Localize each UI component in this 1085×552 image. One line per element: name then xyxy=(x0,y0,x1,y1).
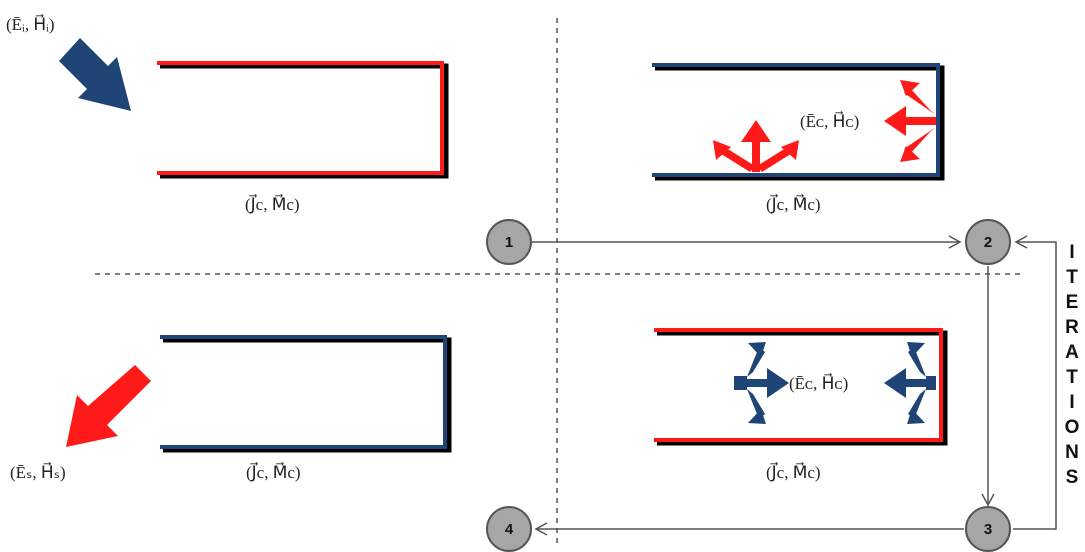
svg-text:E: E xyxy=(1066,292,1079,313)
svg-text:3: 3 xyxy=(984,521,992,538)
svg-text:I: I xyxy=(1069,392,1074,413)
svg-text:R: R xyxy=(1065,317,1079,338)
incident-field-label: (Ēᵢ, H⃗ᵢ) xyxy=(6,14,55,34)
iterations-label: I T E R A T I O N S xyxy=(1065,242,1080,488)
svg-text:1: 1 xyxy=(505,234,513,251)
svg-text:4: 4 xyxy=(505,521,514,538)
scattered-field-label: (Ēₛ, H⃗ₛ) xyxy=(10,462,66,482)
radiated-arrows-right-red xyxy=(884,80,936,162)
radiated-arrows-right-blue xyxy=(884,342,936,424)
currents-label-top-left: (J⃗c, M⃗c) xyxy=(245,194,300,214)
svg-text:2: 2 xyxy=(984,234,992,251)
svg-text:O: O xyxy=(1065,417,1080,438)
radiated-arrows-left-blue xyxy=(734,342,789,424)
cavity-bottom-right xyxy=(654,328,948,446)
currents-label-top-right: (J⃗c, M⃗c) xyxy=(766,194,821,214)
node-3: 3 xyxy=(965,506,1011,552)
svg-text:S: S xyxy=(1066,467,1079,488)
iteration-loop-arrow xyxy=(1013,235,1057,530)
radiated-arrows-bottom-red xyxy=(713,120,799,172)
fields-label-top-right: (Ēᴄ, H⃗ᴄ) xyxy=(800,111,859,131)
svg-text:T: T xyxy=(1066,367,1078,388)
svg-text:N: N xyxy=(1065,442,1079,463)
svg-text:I: I xyxy=(1069,242,1074,263)
currents-label-bottom-left: (J⃗c, M⃗c) xyxy=(246,462,301,482)
scattered-arrow xyxy=(66,365,151,447)
incident-arrow xyxy=(59,38,131,111)
cavity-top-left xyxy=(157,61,449,179)
fields-label-bottom-right: (Ēᴄ, H⃗ᴄ) xyxy=(789,373,848,393)
cavity-bottom-left xyxy=(160,335,452,453)
svg-text:T: T xyxy=(1066,267,1078,288)
node-4: 4 xyxy=(486,506,532,552)
node-1: 1 xyxy=(486,219,532,265)
currents-label-bottom-right: (J⃗c, M⃗c) xyxy=(766,462,821,482)
svg-text:A: A xyxy=(1065,342,1079,363)
node-2: 2 xyxy=(965,219,1011,265)
cavity-top-right xyxy=(652,63,945,181)
